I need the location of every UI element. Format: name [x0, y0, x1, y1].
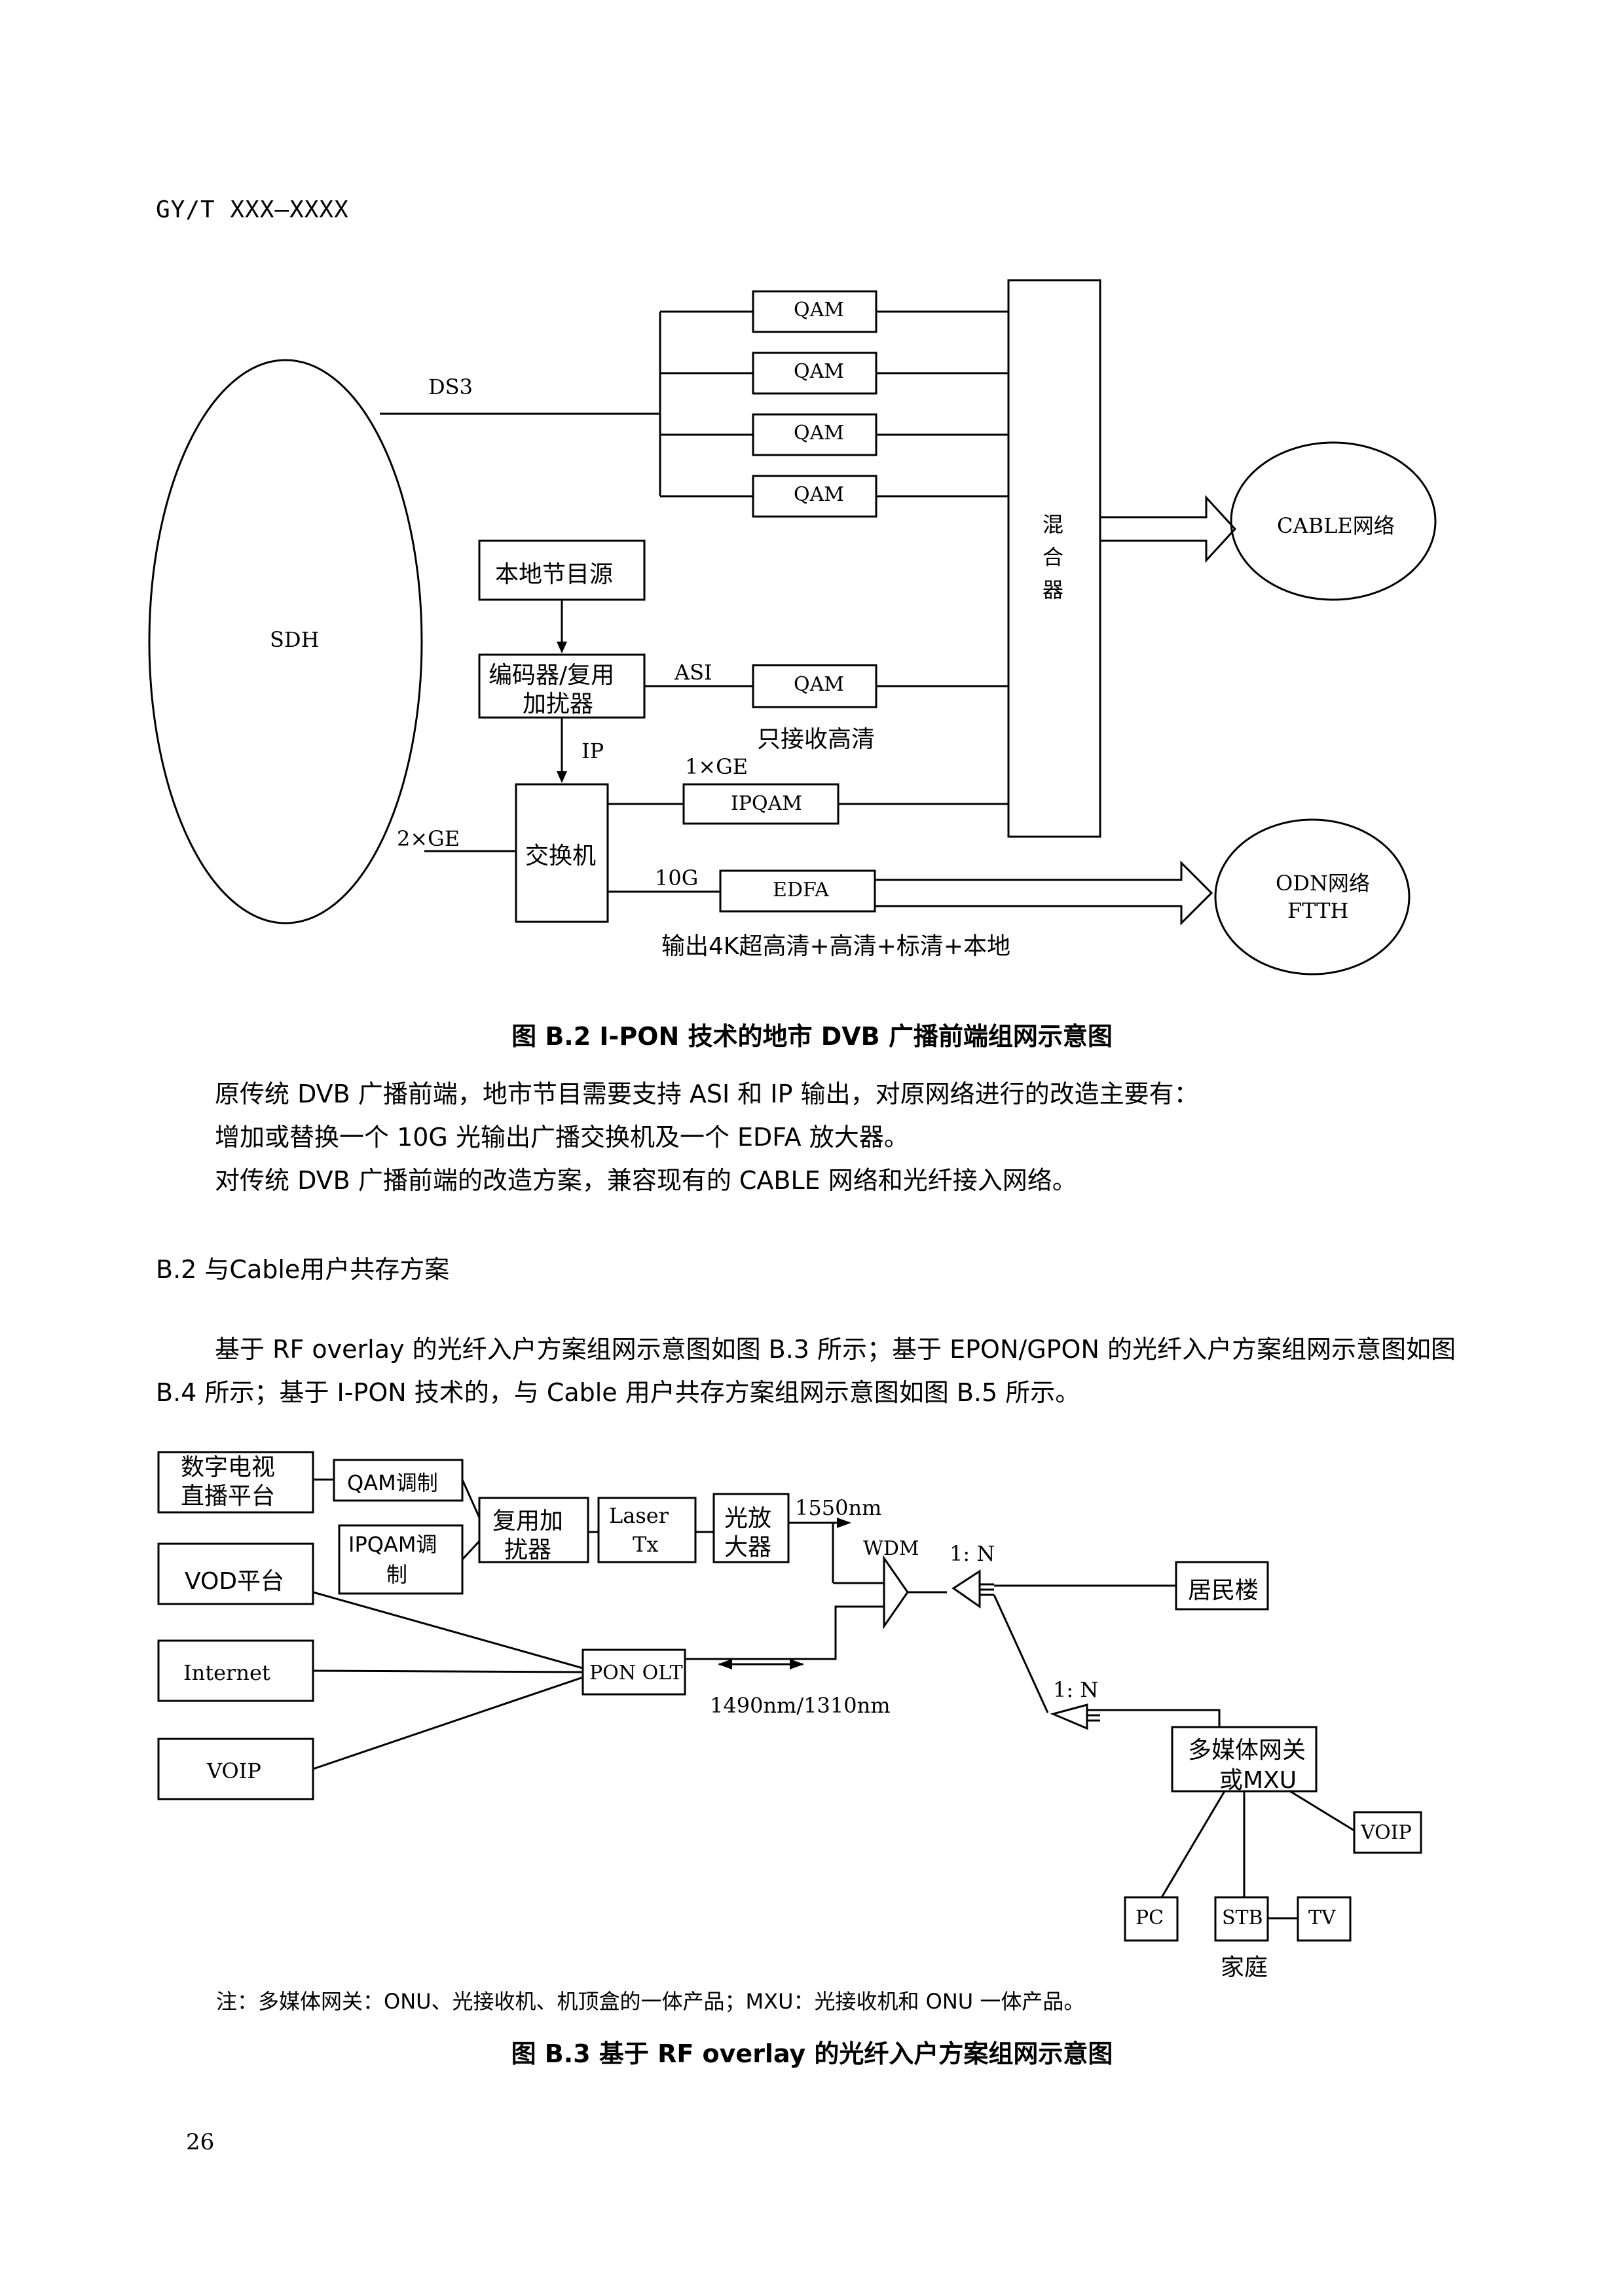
amp-box — [712, 1493, 790, 1563]
mixer-label-3: 器 — [1043, 577, 1064, 602]
asi-label: ASI — [674, 660, 712, 685]
ip-label: IP — [581, 738, 604, 763]
resident-box — [1175, 1561, 1269, 1611]
figure-b2-diagram — [148, 279, 1437, 975]
internet-label: Internet — [183, 1660, 270, 1685]
figure-b3-caption: 图 B.3 基于 RF overlay 的光纤入户方案组网示意图 — [511, 2039, 1113, 2068]
odn-network-ellipse — [1214, 818, 1411, 975]
qam-mod-label: QAM调制 — [347, 1470, 438, 1495]
qam-label-1: QAM — [794, 299, 844, 321]
b2-paragraphs: 原传统 DVB 广播前端，地市节目需要支持 ASI 和 IP 输出，对原网络进行… — [156, 1072, 1472, 1202]
tv-label: TV — [1308, 1906, 1336, 1929]
voip-right-box — [1353, 1811, 1422, 1854]
encoder-label-2: 加扰器 — [523, 691, 594, 718]
digital-tv-box — [157, 1451, 314, 1514]
figure-b3-diagram — [157, 1451, 1422, 1942]
laser-label-2: Tx — [633, 1532, 659, 1557]
resident-label: 居民楼 — [1188, 1577, 1259, 1604]
cable-network-label: CABLE网络 — [1277, 513, 1395, 538]
splitter-2-label: 1: N — [1053, 1677, 1099, 1702]
output-note-label: 输出4K超高清+高清+标清+本地 — [661, 933, 1011, 960]
sdh-label: SDH — [270, 627, 320, 652]
gateway-label-2: 或MXU — [1219, 1767, 1297, 1794]
odn-arrow — [874, 860, 1213, 926]
cable-arrow — [1099, 495, 1237, 563]
mixer-box — [1007, 279, 1101, 838]
switch-label: 交换机 — [525, 843, 597, 869]
paragraph-3: 对传统 DVB 广播前端的改造方案，兼容现有的 CABLE 网络和光纤接入网络。 — [215, 1166, 1077, 1195]
laser-label-1: Laser — [609, 1503, 669, 1528]
ipqam-mod-label-2: 制 — [386, 1562, 408, 1587]
vod-box — [157, 1542, 314, 1605]
encoder-label-1: 编码器/复用 — [489, 662, 615, 689]
hd-only-label: 只接收高清 — [757, 726, 876, 753]
pon-olt-label: PON OLT — [589, 1662, 683, 1685]
odn-label-1: ODN网络 — [1276, 871, 1370, 896]
pc-label: PC — [1135, 1906, 1164, 1929]
document-header: GY/T XXX—XXXX — [156, 196, 349, 223]
switch-box — [515, 783, 609, 923]
ge2-label: 2×GE — [397, 826, 460, 851]
home-label: 家庭 — [1221, 1954, 1268, 1981]
qam-label-4: QAM — [794, 483, 844, 506]
ge1-label: 1×GE — [685, 754, 748, 779]
mixer-label-2: 合 — [1043, 545, 1064, 570]
splitter-1-triangle — [951, 1569, 981, 1609]
qam-label-2: QAM — [794, 360, 844, 383]
paragraph-2: 增加或替换一个 10G 光输出广播交换机及一个 EDFA 放大器。 — [215, 1123, 909, 1152]
mux-label-2: 扰器 — [504, 1537, 552, 1563]
digital-tv-label-1: 数字电视 — [181, 1454, 276, 1481]
mux-box — [478, 1497, 589, 1563]
section-title: B.2 与Cable用户共存方案 — [156, 1255, 450, 1284]
section-paragraph-text: 基于 RF overlay 的光纤入户方案组网示意图如图 B.3 所示；基于 E… — [156, 1335, 1456, 1407]
cable-network-ellipse — [1230, 441, 1437, 601]
sdh-ellipse — [148, 359, 423, 924]
voip-left-label: VOIP — [207, 1758, 261, 1783]
10g-label: 10G — [655, 866, 699, 890]
splitter-2-triangle — [1050, 1704, 1088, 1730]
odn-label-2: FTTH — [1287, 898, 1349, 923]
figure-note: 注：多媒体网关：ONU、光接收机、机顶盒的一体产品；MXU：光接收机和 ONU … — [216, 1989, 1085, 2014]
ipqam-label: IPQAM — [731, 792, 803, 815]
pc-box — [1124, 1896, 1179, 1942]
local-source-label: 本地节目源 — [495, 561, 614, 588]
edfa-label: EDFA — [773, 879, 829, 902]
laser-box — [597, 1497, 697, 1563]
nm1490-label: 1490nm/1310nm — [710, 1693, 891, 1718]
tv-box — [1297, 1896, 1352, 1942]
ipqam-mod-label-1: IPQAM调 — [348, 1532, 437, 1557]
paragraph-1: 原传统 DVB 广播前端，地市节目需要支持 ASI 和 IP 输出，对原网络进行… — [215, 1080, 1199, 1108]
gateway-label-1: 多媒体网关 — [1188, 1737, 1306, 1764]
mux-label-1: 复用加 — [492, 1508, 564, 1535]
wdm-label: WDM — [863, 1537, 919, 1560]
splitter-1-label: 1: N — [950, 1541, 995, 1566]
digital-tv-label-2: 直播平台 — [181, 1483, 276, 1510]
qam-hd-label: QAM — [794, 673, 844, 696]
nm1550-label: 1550nm — [795, 1495, 882, 1520]
figure-b2-caption: 图 B.2 I-PON 技术的地市 DVB 广播前端组网示意图 — [511, 1022, 1113, 1051]
vod-label: VOD平台 — [185, 1568, 285, 1595]
page-number: 26 — [186, 2129, 215, 2155]
ds3-label: DS3 — [428, 374, 473, 399]
section-paragraph: 基于 RF overlay 的光纤入户方案组网示意图如图 B.3 所示；基于 E… — [156, 1328, 1472, 1414]
voip-right-label: VOIP — [1361, 1821, 1412, 1844]
mixer-label-1: 混 — [1043, 512, 1064, 537]
amp-label-1: 光放 — [724, 1505, 772, 1532]
qam-label-3: QAM — [794, 422, 844, 445]
amp-label-2: 大器 — [724, 1534, 772, 1561]
stb-label: STB — [1222, 1906, 1263, 1929]
wdm-triangle — [883, 1555, 909, 1630]
